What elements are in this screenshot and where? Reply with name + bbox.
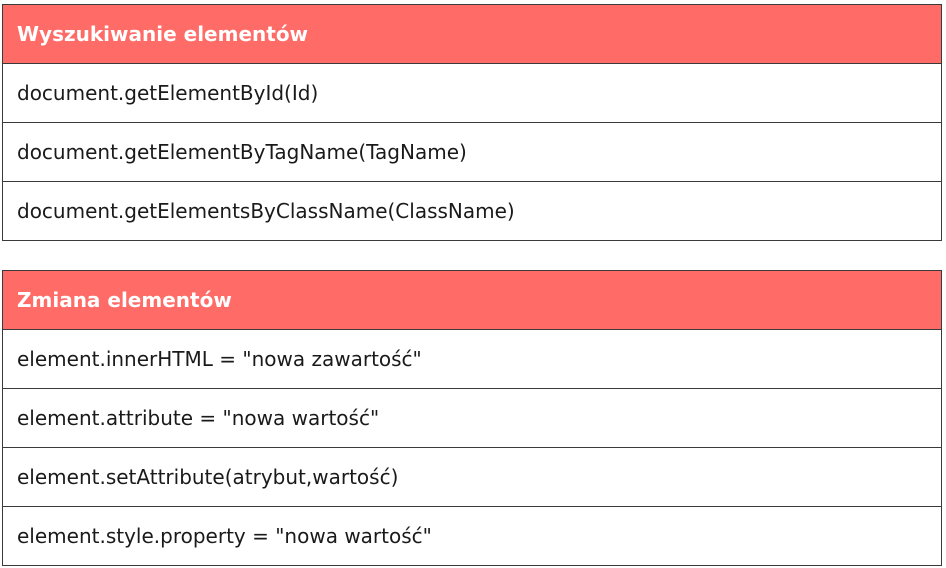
table-row: document.getElementsByClassName(ClassNam… bbox=[17, 199, 515, 223]
table-row: element.innerHTML = "nowa zawartość" bbox=[3, 330, 941, 389]
table-row: document.getElementById(Id) bbox=[3, 64, 941, 123]
table-row: element.attribute = "nowa wartość" bbox=[3, 389, 941, 448]
finding-elements-table: Wyszukiwanie elementów document.getEleme… bbox=[2, 4, 942, 241]
table-header: Zmiana elementów bbox=[3, 271, 941, 330]
table-row: document.getElementByTagName(TagName) bbox=[3, 123, 941, 182]
table-header: Wyszukiwanie elementów bbox=[3, 5, 941, 64]
table-row: element.setAttribute(atrybut,wartość) bbox=[3, 448, 941, 507]
changing-elements-table: Zmiana elementów element.innerHTML = "no… bbox=[2, 270, 942, 566]
table-row: element.style.property = "nowa wartość" bbox=[17, 524, 432, 548]
